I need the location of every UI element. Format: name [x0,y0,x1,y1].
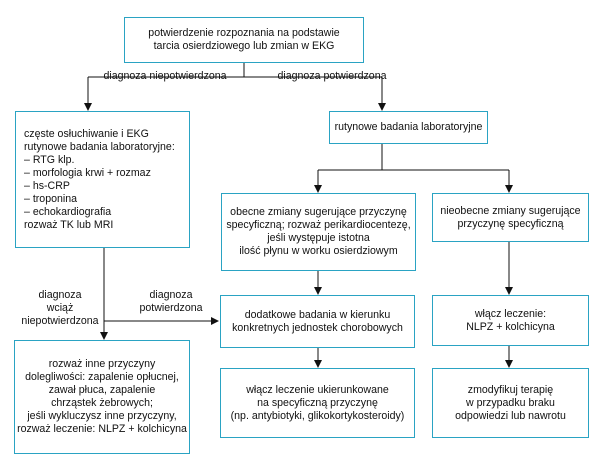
label-still-not-confirmed-line: wciąż [46,302,74,314]
box-other-causes-line: chrząstek żebrowych; [51,397,153,409]
box-routine-labs-line: rutynowe badania laboratoryjne [334,121,483,133]
box-left-monitoring-line: – RTG klp. [24,153,75,166]
box-modify-therapy-line: w przypadku braku [466,396,555,409]
label-still-not-confirmed-line: niepotwierdzona [21,315,99,327]
box-other-causes-line: zawał płuca, zapalenie [48,384,156,396]
box-left-monitoring-line: rutynowe badania laboratoryjne: [24,140,175,153]
box-no-specific-changes-line: przyczynę specyficzną [457,217,564,230]
box-left-monitoring-line: – hs-CRP [24,179,70,192]
box-start-nsaid-line: włącz leczenie: [474,307,547,320]
box-other-causes-line: rozważ leczenie: NLPZ + kolchicyna [17,423,187,435]
box-targeted-tests-line: konkretnych jednostek chorobowych [232,321,403,334]
box-other-causes-line: dolegliwości: zapalenie opłucnej, [25,371,179,383]
box-targeted-treatment-line: na specyficzną przyczynę [257,396,378,409]
box-left-monitoring-line: – echokardiografia [24,205,112,218]
box-root-line: potwierdzenie rozpoznania na podstawie [148,27,340,39]
box-specific-changes-line: obecne zmiany sugerujące przyczynę [230,206,407,218]
box-start-nsaid: włącz leczenie:NLPZ + kolchicyna [432,295,589,346]
label-not-confirmed: diagnoza niepotwierdzona [103,70,226,83]
box-left-monitoring-line: rozważ TK lub MRI [24,218,114,231]
box-targeted-treatment-line: włącz leczenie ukierunkowane [246,383,389,396]
box-modify-therapy-line: zmodyfikuj terapię [467,383,554,396]
box-routine-labs: rutynowe badania laboratoryjne [329,111,488,144]
box-other-causes-line: jeśli wykluczysz inne przyczyny, [27,410,177,422]
box-modify-therapy-line: odpowiedzi lub nawrotu [455,409,566,422]
label-confirmed-later-line: diagnoza [149,289,193,301]
box-root-line: tarcia osierdziowego lub zmian w EKG [153,40,335,52]
box-left-monitoring-line: – troponina [24,192,78,205]
box-start-nsaid-line: NLPZ + kolchicyna [466,320,555,333]
box-no-specific-changes-line: nieobecne zmiany sugerujące [440,204,581,217]
label-confirmed-line: diagnoza potwierdzona [277,70,387,82]
box-other-causes-line: rozważ inne przyczyny [48,358,156,370]
box-specific-changes-line: specyficzną; rozważ perikardiocentezę, [226,219,411,231]
box-left-monitoring-line: – morfologia krwi + rozmaz [24,166,151,179]
label-confirmed-later-line: potwierdzona [139,302,203,314]
label-not-confirmed-line: diagnoza niepotwierdzona [103,70,227,82]
box-left-monitoring-line: częste osłuchiwanie i EKG [24,127,149,140]
label-confirmed: diagnoza potwierdzona [278,70,387,83]
box-specific-changes-line: ilość płynu w worku osierdziowym [239,245,398,257]
box-targeted-treatment-line: (np. antybiotyki, glikokortykosteroidy) [230,409,405,422]
box-specific-changes-line: jeśli występuje istotna [267,232,370,244]
box-targeted-tests-line: dodatkowe badania w kierunku [244,308,391,321]
label-still-not-confirmed-line: diagnoza [38,289,82,301]
